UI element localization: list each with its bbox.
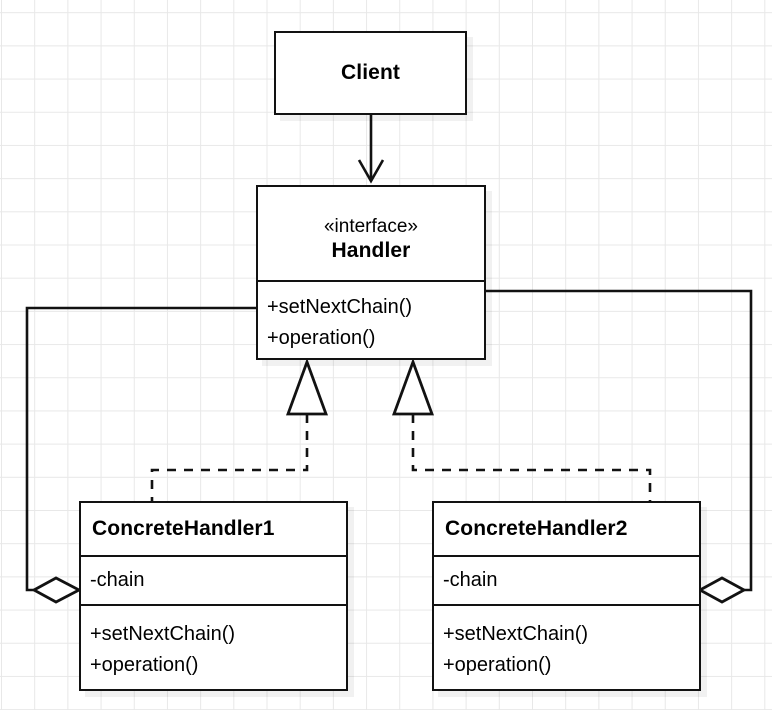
class-name-handler: Handler <box>331 238 411 262</box>
operation-item: +setNextChain() <box>90 622 236 645</box>
operation-item: +operation() <box>90 653 199 676</box>
ch1-attributes-compartment: -chain <box>81 555 346 604</box>
hollow-diamond-icon <box>697 576 747 604</box>
connector-ch2-realizes-handler <box>391 357 652 501</box>
hollow-triangle-icon <box>285 357 329 416</box>
attribute-item: -chain <box>90 569 145 591</box>
open-arrow-icon <box>357 159 385 184</box>
ch2-attributes-compartment: -chain <box>434 555 699 604</box>
hollow-diamond-icon <box>31 576 83 604</box>
connector-ch1-realizes-handler <box>150 357 329 501</box>
ch2-operations-compartment: +setNextChain() +operation() <box>434 604 699 693</box>
class-box-handler[interactable]: «interface» Handler +setNextChain() +ope… <box>256 185 486 360</box>
operation-item: +setNextChain() <box>443 622 589 645</box>
hollow-triangle-icon <box>391 357 435 416</box>
class-box-client[interactable]: Client <box>274 31 467 115</box>
class-name-concrete-handler-1: ConcreteHandler1 <box>92 516 275 540</box>
class-stereotype-handler: «interface» <box>323 215 418 237</box>
ch1-name-compartment: ConcreteHandler1 <box>81 503 346 555</box>
connector-client-to-handler <box>357 115 385 184</box>
ch2-name-compartment: ConcreteHandler2 <box>434 503 699 555</box>
ch1-operations-compartment: +setNextChain() +operation() <box>81 604 346 693</box>
handler-operations-compartment: +setNextChain() +operation() <box>258 280 484 362</box>
attribute-item: -chain <box>443 569 498 591</box>
handler-name-compartment: «interface» Handler <box>258 187 484 280</box>
client-name-compartment: Client <box>276 33 465 113</box>
operation-item: +setNextChain() <box>267 296 413 318</box>
class-name-concrete-handler-2: ConcreteHandler2 <box>445 516 628 540</box>
operation-item: +operation() <box>443 653 552 676</box>
class-box-concrete-handler-2[interactable]: ConcreteHandler2 -chain +setNextChain() … <box>432 501 701 691</box>
class-name-client: Client <box>341 60 400 84</box>
class-box-concrete-handler-1[interactable]: ConcreteHandler1 -chain +setNextChain() … <box>79 501 348 691</box>
operation-item: +operation() <box>267 327 376 349</box>
